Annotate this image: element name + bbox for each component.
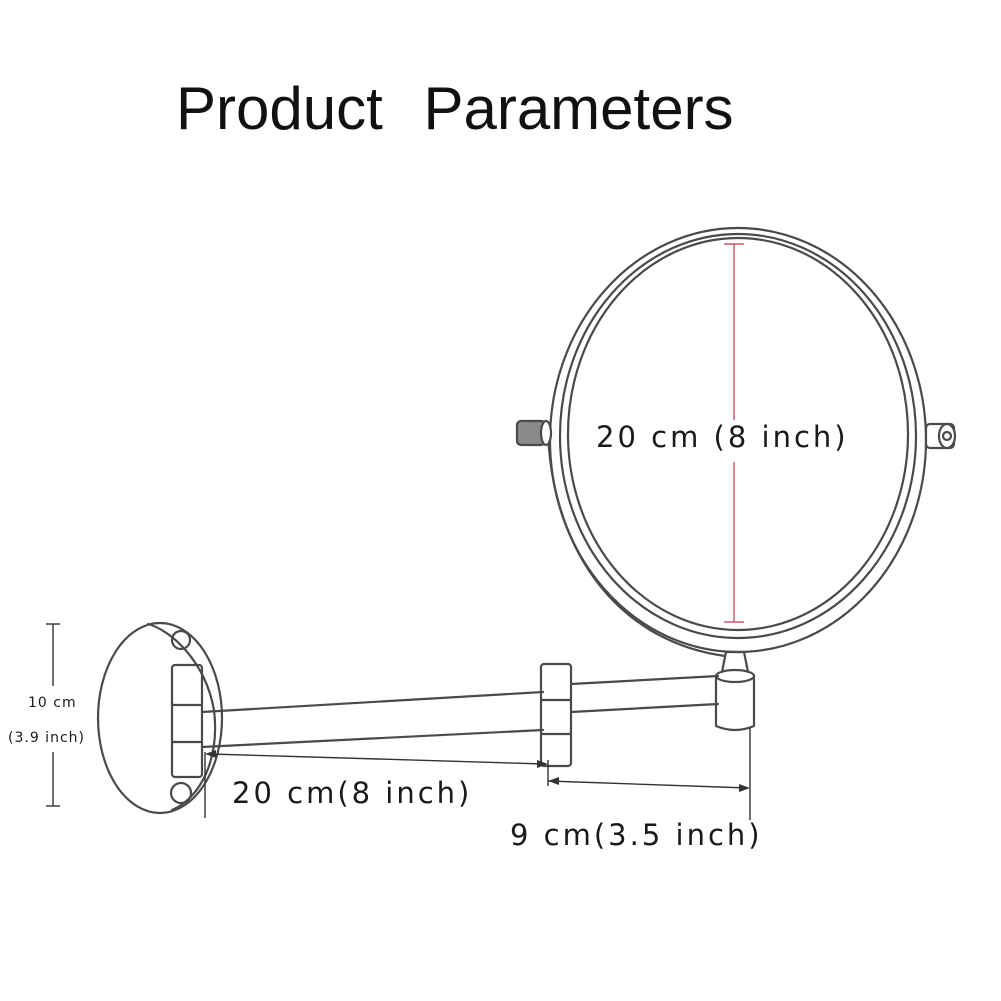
dimension-lines <box>46 623 751 820</box>
mirror-diameter-label: 20 cm (8 inch) <box>596 420 849 454</box>
arm-length-label: 20 cm(8 inch) <box>232 776 473 810</box>
wall-base-plate <box>96 621 224 815</box>
short-arm <box>569 674 720 714</box>
elbow-joint <box>539 662 573 768</box>
base-hinge-post <box>170 663 204 779</box>
right-pivot-knob <box>924 422 957 450</box>
mirror-stem <box>714 650 756 732</box>
page-title: Product Parameters <box>176 75 734 142</box>
base-height-cm-label: 10 cm <box>28 695 77 711</box>
diameter-dimension-line <box>724 243 744 623</box>
long-arm <box>200 690 545 749</box>
left-pivot-knob <box>515 419 553 447</box>
mirror-frame <box>546 226 928 658</box>
elbow-length-label: 9 cm(3.5 inch) <box>510 818 763 852</box>
base-height-inch-label: (3.9 inch) <box>8 730 85 746</box>
